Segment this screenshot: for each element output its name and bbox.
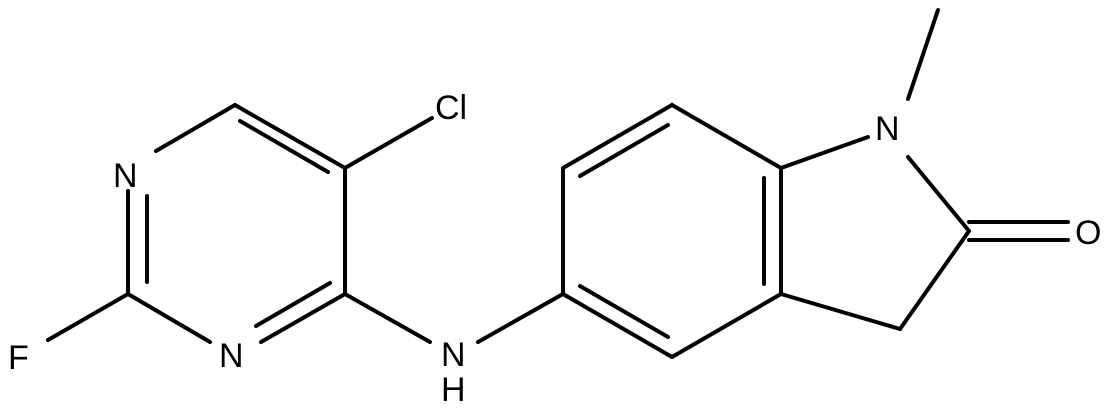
bond-c2-c3: [898, 229, 971, 331]
bond-n3-c4: [259, 292, 347, 344]
carbonyl-oxygen-label: O: [1075, 214, 1101, 252]
bond-b2-b3: [561, 103, 674, 170]
bond-b6-b1-inner: [578, 284, 670, 339]
bond-n3-c4-inner: [254, 281, 332, 328]
bond-c3-c3a: [779, 292, 902, 331]
bond-c6-c5: [233, 103, 347, 170]
bond-b3-b4: [670, 103, 783, 170]
lactam-nitrogen-label: N: [875, 110, 900, 148]
bond-c7a-n1: [779, 135, 870, 170]
bond-n1-c2: [906, 155, 971, 233]
bond-c2-f: [46, 292, 130, 342]
bond-c5-cl: [343, 116, 434, 170]
fluorine-label: F: [8, 339, 29, 377]
bond-c6-n1: [154, 103, 237, 153]
bond-c6-c5-inner: [238, 119, 330, 174]
amine-hydrogen-label: H: [441, 371, 466, 409]
amine-nitrogen-label: N: [441, 336, 466, 374]
chlorine-label: Cl: [435, 89, 467, 127]
bond-nh-c5prime: [476, 292, 565, 344]
bond-b5-b6: [670, 292, 783, 359]
ring-nitrogen-bottom-label: N: [219, 337, 244, 375]
ring-nitrogen-top-label: N: [113, 157, 138, 195]
bond-b2-b3-inner: [578, 123, 670, 178]
bond-b6-b1: [561, 292, 674, 359]
bond-c2-n3: [126, 292, 212, 344]
bond-n1-methyl: [906, 8, 940, 101]
bond-c4-nh: [343, 292, 432, 344]
